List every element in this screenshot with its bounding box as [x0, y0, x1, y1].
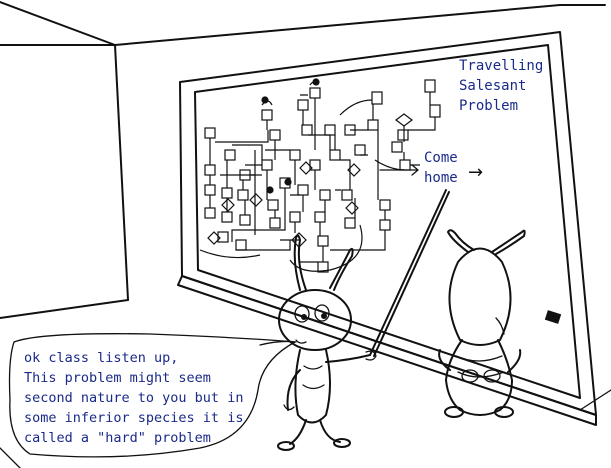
speech-line-4: some inferior species it is	[24, 410, 243, 426]
speech-line-3: second nature to you but in	[24, 390, 243, 406]
board-title-line-1: Travelling	[459, 58, 543, 74]
flowchart-exit-arrow	[379, 164, 419, 176]
come-home-label: Come home →	[424, 150, 483, 186]
come-home-line-1: Come	[424, 150, 458, 166]
blackboard	[177, 31, 597, 426]
speech-line-1: ok class listen up,	[24, 350, 178, 366]
speech-bubble: ok class listen up, This problem might s…	[8, 333, 297, 458]
pointer-stick	[369, 189, 450, 357]
speech-line-5: called a "hard" problem	[24, 430, 211, 446]
come-home-line-2: home	[424, 170, 458, 186]
speech-line-2: This problem might seem	[24, 370, 211, 386]
board-title-line-3: Problem	[459, 98, 518, 114]
board-title-line-2: Salesant	[459, 78, 526, 94]
teacher-ant	[277, 234, 377, 451]
arrow-right-icon: →	[468, 162, 483, 183]
student-ant	[438, 229, 526, 418]
board-title: Travelling Salesant Problem	[459, 58, 543, 114]
flowchart-diagram	[199, 78, 441, 273]
eraser	[544, 310, 562, 324]
